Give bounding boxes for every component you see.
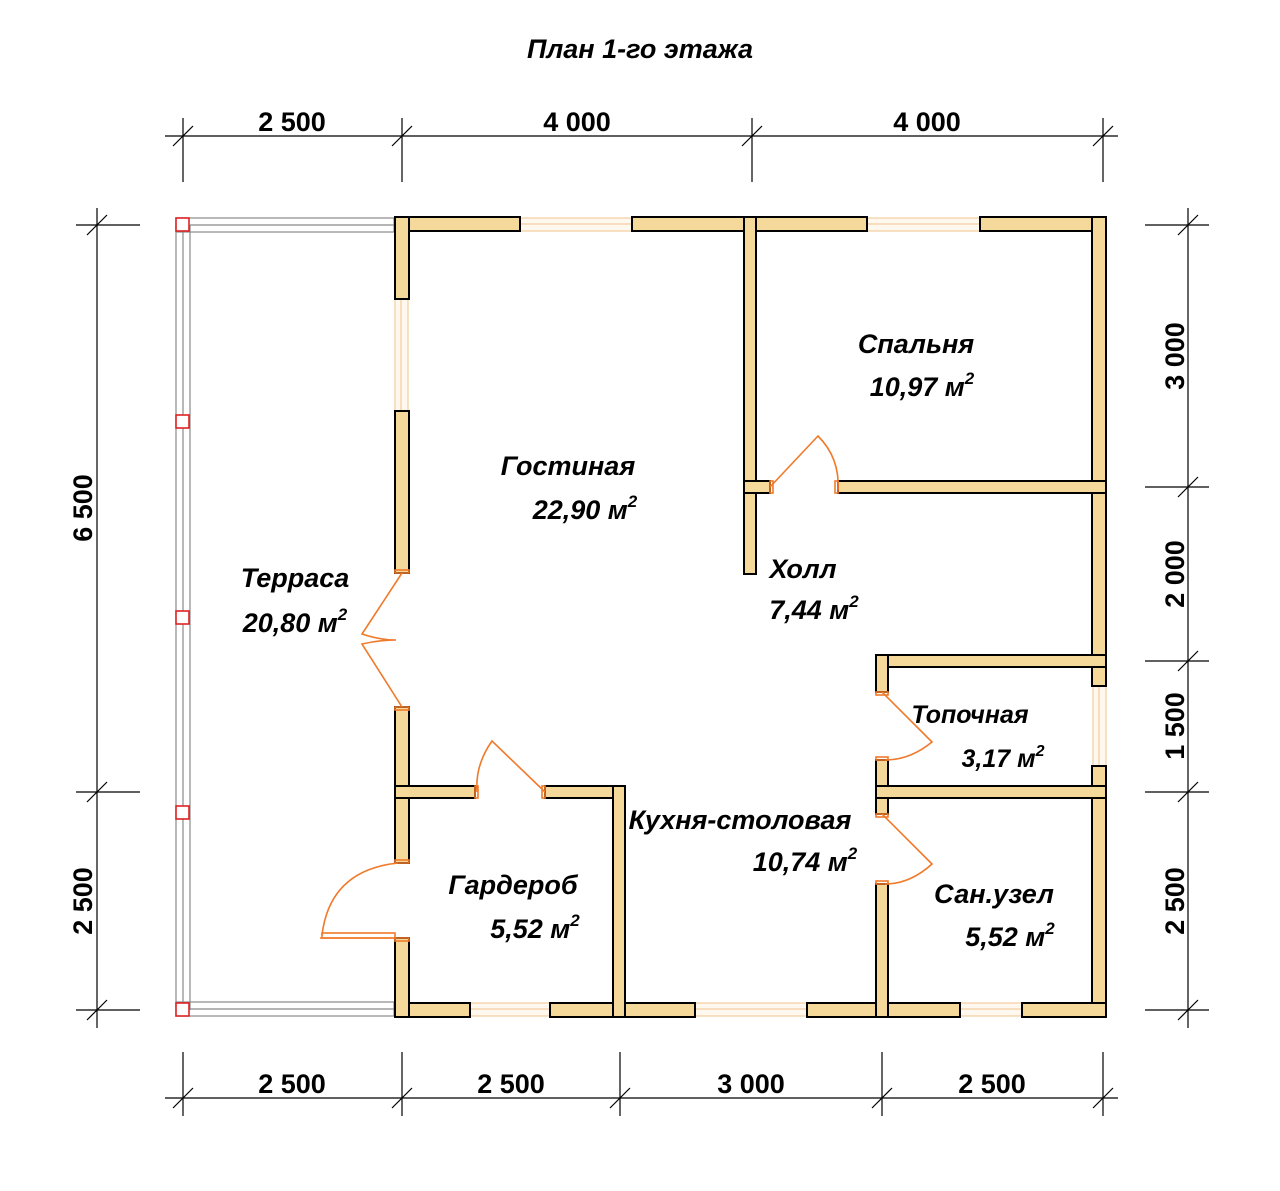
dimension-top: 2 500 4 000 4 000 [165,107,1118,182]
room-bedroom: Спальня 10,97 м2 [858,329,975,402]
room-area: 22,90 м2 [532,492,638,525]
room-area: 10,74 м2 [753,844,858,877]
dim-right-2: 2 000 [1160,540,1190,608]
room-name: Сан.узел [934,879,1054,909]
dim-right-4: 2 500 [1160,867,1190,935]
door-wardrobe-terrace [320,862,399,939]
room-area: 3,17 м2 [961,743,1044,773]
room-name: Гостиная [501,451,636,481]
door-living-terrace [360,572,403,708]
door-furnace [881,691,934,761]
room-name: Холл [767,554,836,584]
room-area: 5,52 м2 [490,911,580,944]
dim-top-1: 2 500 [258,107,326,137]
room-hall: Холл 7,44 м2 [767,554,859,625]
terrace-post [175,805,190,820]
dim-top-2: 4 000 [543,107,611,137]
room-name: Топочная [911,701,1028,729]
room-area: 20,80 м2 [242,605,348,638]
dim-right-1: 3 000 [1160,322,1190,390]
dim-top-3: 4 000 [893,107,961,137]
dim-bottom-2: 2 500 [477,1069,545,1099]
plan-title: План 1-го этажа [527,34,753,64]
room-wardrobe: Гардероб 5,52 м2 [448,870,580,944]
room-name: Гардероб [448,870,578,900]
room-area: 5,52 м2 [965,919,1055,952]
door-wardrobe [475,739,546,793]
room-kitchen: Кухня-столовая 10,74 м2 [629,805,858,877]
door-bathroom [881,813,934,885]
room-area: 10,97 м2 [870,369,975,402]
room-name: Терраса [241,563,350,593]
terrace-posts [175,217,190,1017]
terrace-post [175,1002,190,1017]
door-bedroom [769,434,839,491]
terrace-post [175,610,190,625]
dim-left-1: 6 500 [68,474,98,542]
terrace-post [175,414,190,429]
room-living: Гостиная 22,90 м2 [501,451,638,525]
dim-bottom-4: 2 500 [958,1069,1026,1099]
dimension-left: 6 500 2 500 [68,208,140,1028]
room-terrace: Терраса 20,80 м2 [241,563,350,638]
dim-left-2: 2 500 [68,867,98,935]
doors [320,434,934,942]
room-name: Спальня [858,329,974,359]
room-furnace: Топочная 3,17 м2 [911,701,1044,773]
terrace-post [175,217,190,232]
dim-right-3: 1 500 [1160,692,1190,760]
room-name: Кухня-столовая [629,805,852,835]
room-bathroom: Сан.узел 5,52 м2 [934,879,1055,952]
walls [394,216,1107,1018]
dim-bottom-1: 2 500 [258,1069,326,1099]
room-area: 7,44 м2 [769,592,859,625]
windows [394,217,1107,1017]
dim-bottom-3: 3 000 [717,1069,785,1099]
dimension-bottom: 2 500 2 500 3 000 2 500 [165,1052,1118,1116]
dimension-right: 3 000 2 000 1 500 2 500 [1145,208,1209,1028]
